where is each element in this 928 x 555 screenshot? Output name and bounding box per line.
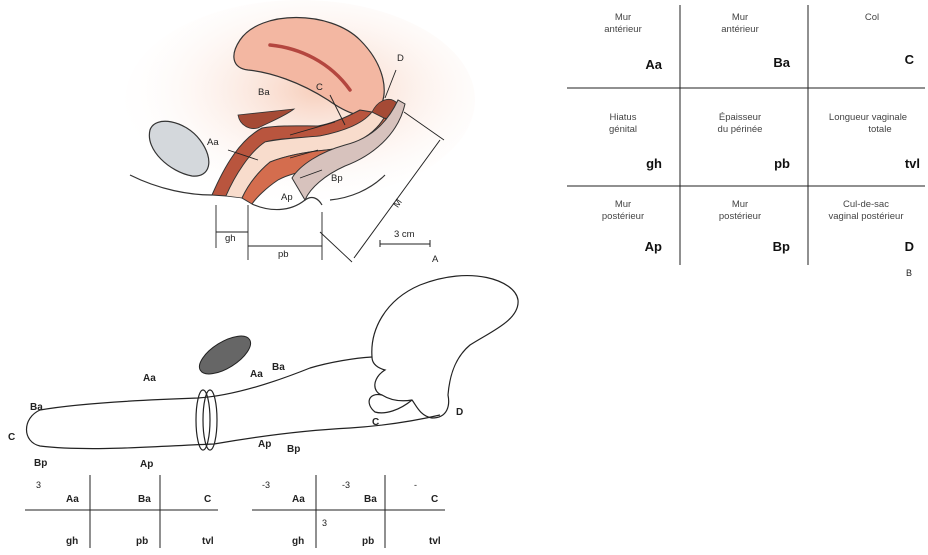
label-gh-a: gh xyxy=(225,233,236,244)
cell-bp-desc1: Mur xyxy=(732,199,748,210)
label-ap-a: Ap xyxy=(281,192,293,203)
cell-ba-desc2: antérieur xyxy=(721,24,759,35)
cell-c-desc1: Col xyxy=(865,12,879,23)
mini2-aa: Aa xyxy=(292,494,305,505)
mini2-value-c: - xyxy=(414,480,417,490)
cell-tvl-desc1: Longueur vaginale xyxy=(829,112,907,123)
cell-ba-desc1: Mur xyxy=(732,12,748,23)
mini2-ba: Ba xyxy=(364,494,377,505)
mini2-value-pb: 3 xyxy=(322,518,327,528)
label-c-a: C xyxy=(316,82,323,93)
cell-bp-code: Bp xyxy=(773,239,790,254)
cell-d-desc2: vaginal postérieur xyxy=(829,211,904,222)
schematic-outline: Aa Ba C Bp Ap Aa Ba C D Ap Bp xyxy=(8,276,518,470)
cell-ap-desc2: postérieur xyxy=(602,211,644,222)
cell-tvl-desc2: totale xyxy=(868,124,891,135)
cell-d-desc1: Cul-de-sac xyxy=(843,199,889,210)
label-aa-mid: Aa xyxy=(250,369,263,380)
mini1-value-left: 3 xyxy=(36,480,41,490)
cell-gh-desc2: génital xyxy=(609,124,637,135)
cell-pb-code: pb xyxy=(774,156,790,171)
cell-tvl-code: tvl xyxy=(905,156,920,171)
label-bp-right: Bp xyxy=(287,444,300,455)
mini-grid-2: -3 Aa -3 Ba - C 3 gh pb tvl xyxy=(252,475,445,548)
mini1-aa: Aa xyxy=(66,494,79,505)
cell-ap-desc1: Mur xyxy=(615,199,631,210)
label-ap-right: Ap xyxy=(258,439,271,450)
cell-gh-desc1: Hiatus xyxy=(610,112,637,123)
label-bp-left: Bp xyxy=(34,458,47,469)
label-c-left: C xyxy=(8,432,15,443)
label-panel-a: A xyxy=(432,254,439,265)
mini2-value-ba: -3 xyxy=(342,480,350,490)
mini2-pb: pb xyxy=(362,536,374,547)
mini1-gh: gh xyxy=(66,536,78,547)
cell-bp-desc2: postérieur xyxy=(719,211,761,222)
cell-pb-desc2: du périnée xyxy=(718,124,763,135)
label-ba-left: Ba xyxy=(30,402,43,413)
cell-ba-code: Ba xyxy=(773,55,790,70)
cell-aa-desc2: antérieur xyxy=(604,24,642,35)
label-d-right: D xyxy=(456,407,463,418)
mini-grid-1: 3 Aa Ba C gh pb tvl xyxy=(25,475,218,548)
label-pb-a: pb xyxy=(278,249,289,260)
label-aa-a: Aa xyxy=(207,137,219,148)
cell-aa-desc1: Mur xyxy=(615,12,631,23)
pubis-oval xyxy=(194,329,257,382)
label-scale: 3 cm xyxy=(394,229,415,240)
label-m-a: M xyxy=(391,197,405,210)
label-aa-top: Aa xyxy=(143,373,156,384)
cell-ap-code: Ap xyxy=(645,239,662,254)
mini2-gh: gh xyxy=(292,536,304,547)
pop-q-grid-b: Mur antérieur Aa Mur antérieur Ba Col C … xyxy=(567,5,925,278)
cell-gh-code: gh xyxy=(646,156,662,171)
label-d-a: D xyxy=(397,53,404,64)
mini1-c: C xyxy=(204,494,211,505)
cell-d-code: D xyxy=(905,239,914,254)
mini1-pb: pb xyxy=(136,536,148,547)
cervix-lip-outline xyxy=(369,395,412,413)
uterus-outline xyxy=(372,276,518,418)
label-ba-a: Ba xyxy=(258,87,270,98)
mini-grid-1-lines xyxy=(25,475,218,548)
mini1-ba: Ba xyxy=(138,494,151,505)
label-c-right: C xyxy=(372,417,379,428)
cell-c-code: C xyxy=(905,52,915,67)
label-panel-b: B xyxy=(906,268,912,278)
anatomy-figure-a: Ba Aa C D Bp Ap M gh pb 3 cm A xyxy=(125,0,475,265)
tube-lower-line xyxy=(27,410,441,449)
mini2-c: C xyxy=(431,494,438,505)
label-ba-mid: Ba xyxy=(272,362,285,373)
mini2-tvl: tvl xyxy=(429,536,441,547)
cell-pb-desc1: Épaisseur xyxy=(719,112,761,123)
mini2-value-aa: -3 xyxy=(262,480,270,490)
label-bp-a: Bp xyxy=(331,173,343,184)
scale-bar xyxy=(380,240,430,247)
grid-b-lines xyxy=(567,5,925,265)
label-ap-bottom: Ap xyxy=(140,459,153,470)
mini1-tvl: tvl xyxy=(202,536,214,547)
cell-aa-code: Aa xyxy=(645,57,662,72)
m-bracket-bottom xyxy=(320,232,352,262)
